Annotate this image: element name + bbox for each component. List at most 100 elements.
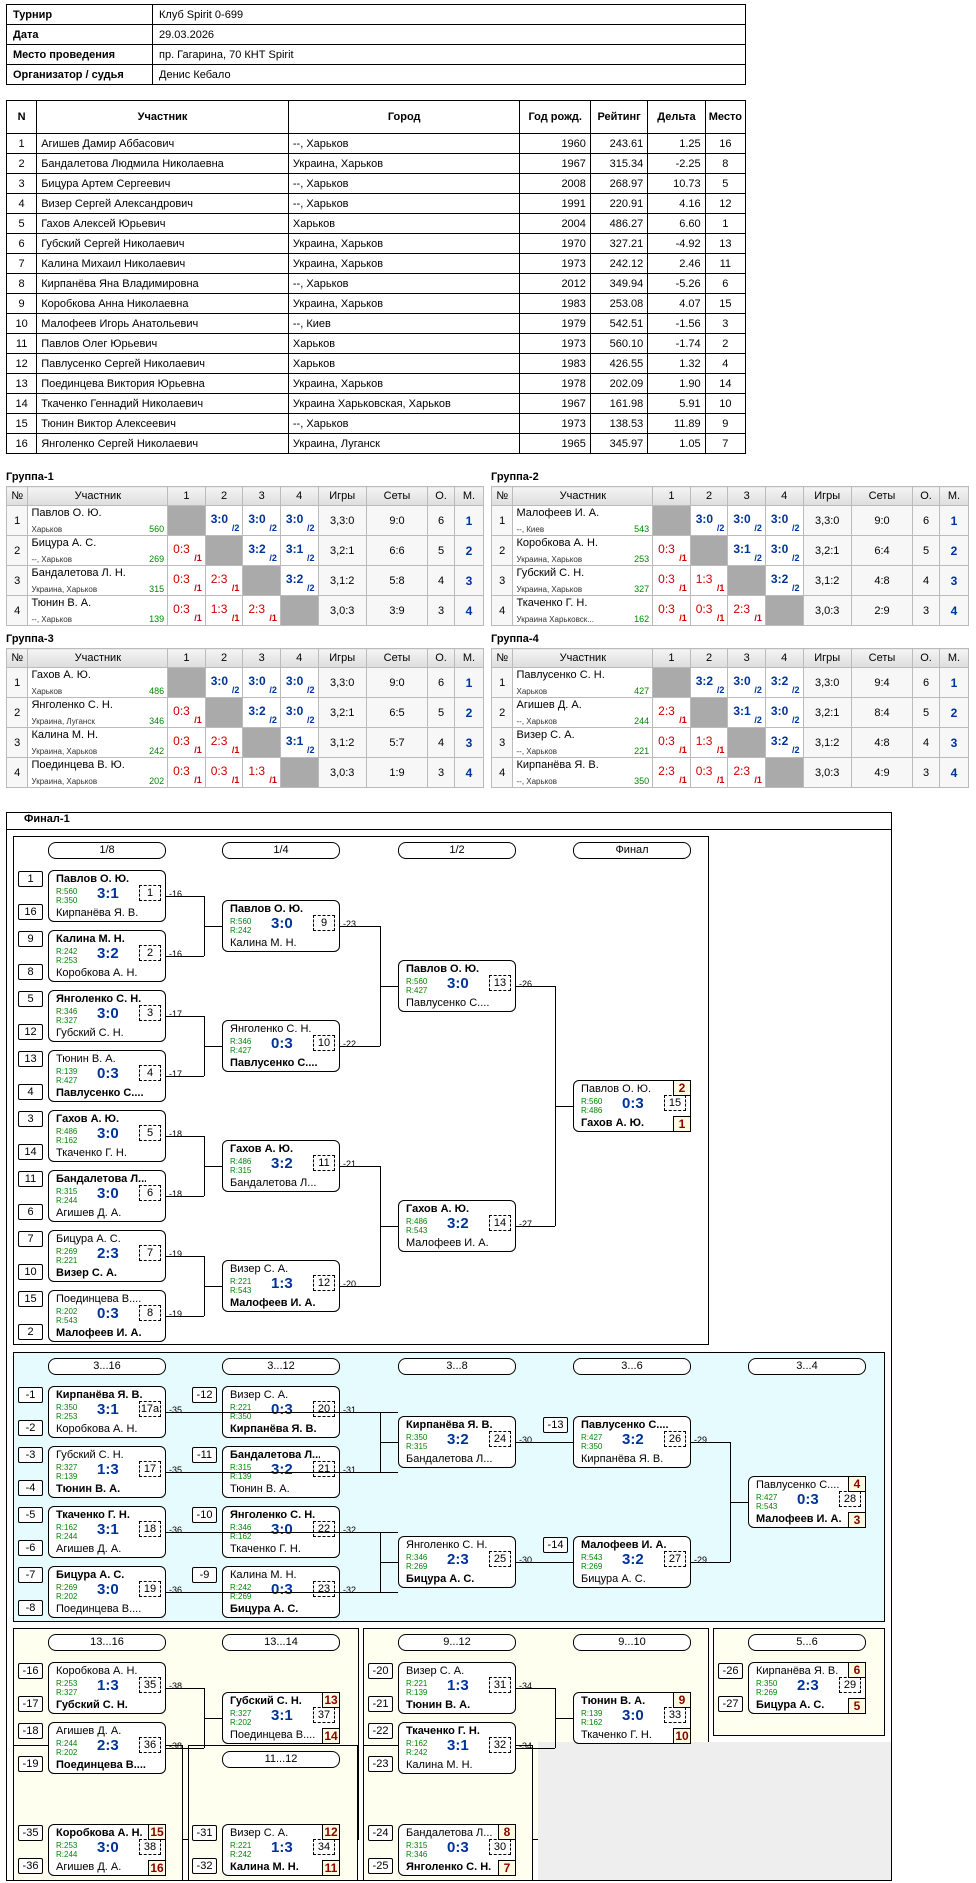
rating-2: R:253 <box>56 956 78 965</box>
score-points: /2 <box>269 553 277 563</box>
seed-1: -24 <box>368 1825 393 1841</box>
score-points: /2 <box>307 583 315 593</box>
score: 3:2 <box>248 542 266 556</box>
seed-1: -3 <box>18 1447 43 1463</box>
score-points: /2 <box>754 685 762 695</box>
rating-2: R:543 <box>756 1502 778 1511</box>
score-cell: 2:3/1 <box>204 565 244 596</box>
participant-rating: 162 <box>634 614 650 624</box>
player-1: Янголенко С. Н. <box>56 993 142 1005</box>
player-2: Поединцева В.... <box>56 1603 142 1615</box>
place-2: 16 <box>148 1860 166 1876</box>
loser-destination: -16 <box>169 949 183 959</box>
score-points: /2 <box>269 523 277 533</box>
table-cell: 1960 <box>519 133 591 154</box>
table-cell: 1979 <box>519 313 591 334</box>
column-header: № <box>490 648 514 668</box>
match-score: 0:3 <box>271 1581 293 1598</box>
table-cell: Бицура Артем Сергеевич <box>36 173 289 194</box>
seed-1: -22 <box>368 1723 393 1739</box>
participant-rating: 486 <box>149 686 165 696</box>
rating-1: R:162 <box>406 1739 428 1748</box>
score-cell: 3:2/2 <box>764 667 804 698</box>
player-2: Бандалетова Л... <box>230 1177 317 1189</box>
connector-line <box>166 896 204 897</box>
score-points: /1 <box>679 715 687 725</box>
participant-rating: 543 <box>634 524 650 534</box>
participant-name: Бицура А. С. <box>31 537 97 549</box>
score-cell: 3:0/2 <box>764 505 804 536</box>
table-cell: 10 <box>5 313 38 334</box>
score-points: /1 <box>679 583 687 593</box>
column-header: Дельта <box>647 100 706 134</box>
seed-1: -31 <box>192 1825 217 1841</box>
table-cell: 6 <box>5 233 38 254</box>
connector-line <box>204 1286 222 1287</box>
match-score: 3:1 <box>97 1521 119 1538</box>
score: 3:1 <box>733 542 751 556</box>
connector-line <box>204 1166 222 1167</box>
connector-line <box>340 1286 380 1287</box>
rating-2: R:315 <box>406 1442 428 1451</box>
loser-destination: -22 <box>343 1039 357 1049</box>
place-2: 7 <box>498 1860 516 1876</box>
column-header: Год рожд. <box>519 100 591 134</box>
score-cell: 3:2/2 <box>764 565 804 596</box>
player-2: Агишев Д. А. <box>56 1861 122 1873</box>
table-cell: -1.74 <box>647 333 706 354</box>
table-cell: 2008 <box>519 173 591 194</box>
score-points: /1 <box>194 553 202 563</box>
score: 0:3 <box>173 764 190 778</box>
player-1: Гахов А. Ю. <box>406 1203 470 1215</box>
match-number: 7 <box>139 1245 161 1261</box>
seed-1: -10 <box>192 1507 217 1523</box>
table-cell: Бандалетова Людмила Николаевна <box>36 153 289 174</box>
loser-destination: -30 <box>519 1555 533 1565</box>
table-cell: 15 <box>5 413 38 434</box>
rating-2: R:139 <box>406 1688 428 1697</box>
score: 3:2 <box>770 734 789 748</box>
table-cell: 13 <box>5 373 38 394</box>
player-1: Коробкова А. Н. <box>56 1665 138 1677</box>
row-number: 1 <box>5 667 29 698</box>
table-cell: 327.21 <box>589 233 649 254</box>
seed-2: -19 <box>18 1756 43 1772</box>
match-number: 24 <box>489 1431 511 1447</box>
rating-2: R:350 <box>581 1442 603 1451</box>
participant-name: Ткаченко Г. Н. <box>516 597 588 609</box>
table-cell: 1978 <box>519 373 591 394</box>
column-header: М. <box>453 648 485 668</box>
rating-2: R:543 <box>56 1316 78 1325</box>
participant-rating: 427 <box>634 686 650 696</box>
seed-1: 13 <box>18 1051 43 1067</box>
sets: 8:4 <box>850 697 914 728</box>
row-number: 3 <box>490 565 514 596</box>
participant-name: Поединцева В. Ю. <box>31 759 125 771</box>
info-value: Клуб Spirit 0-699 <box>152 4 746 25</box>
games: 3,3:0 <box>802 505 852 536</box>
connector-line <box>166 1196 204 1197</box>
round-label: 5...6 <box>748 1634 866 1651</box>
row-number: 4 <box>5 595 29 626</box>
score-cell: 0:3/1 <box>689 757 729 788</box>
player-2: Калина М. Н. <box>230 1861 299 1873</box>
round-label: 1/4 <box>222 842 340 859</box>
participant-city: Украина Харьковск... <box>516 615 594 624</box>
row-number: 2 <box>490 535 514 566</box>
rating-2: R:427 <box>56 1076 78 1085</box>
sets: 1:9 <box>365 757 429 788</box>
score-cell: 3:0/2 <box>727 667 766 698</box>
row-number: 2 <box>5 535 29 566</box>
score-cell: 3:0/2 <box>279 667 319 698</box>
player-1: Визер С. А. <box>230 1827 289 1839</box>
score: 3:2 <box>770 674 789 688</box>
